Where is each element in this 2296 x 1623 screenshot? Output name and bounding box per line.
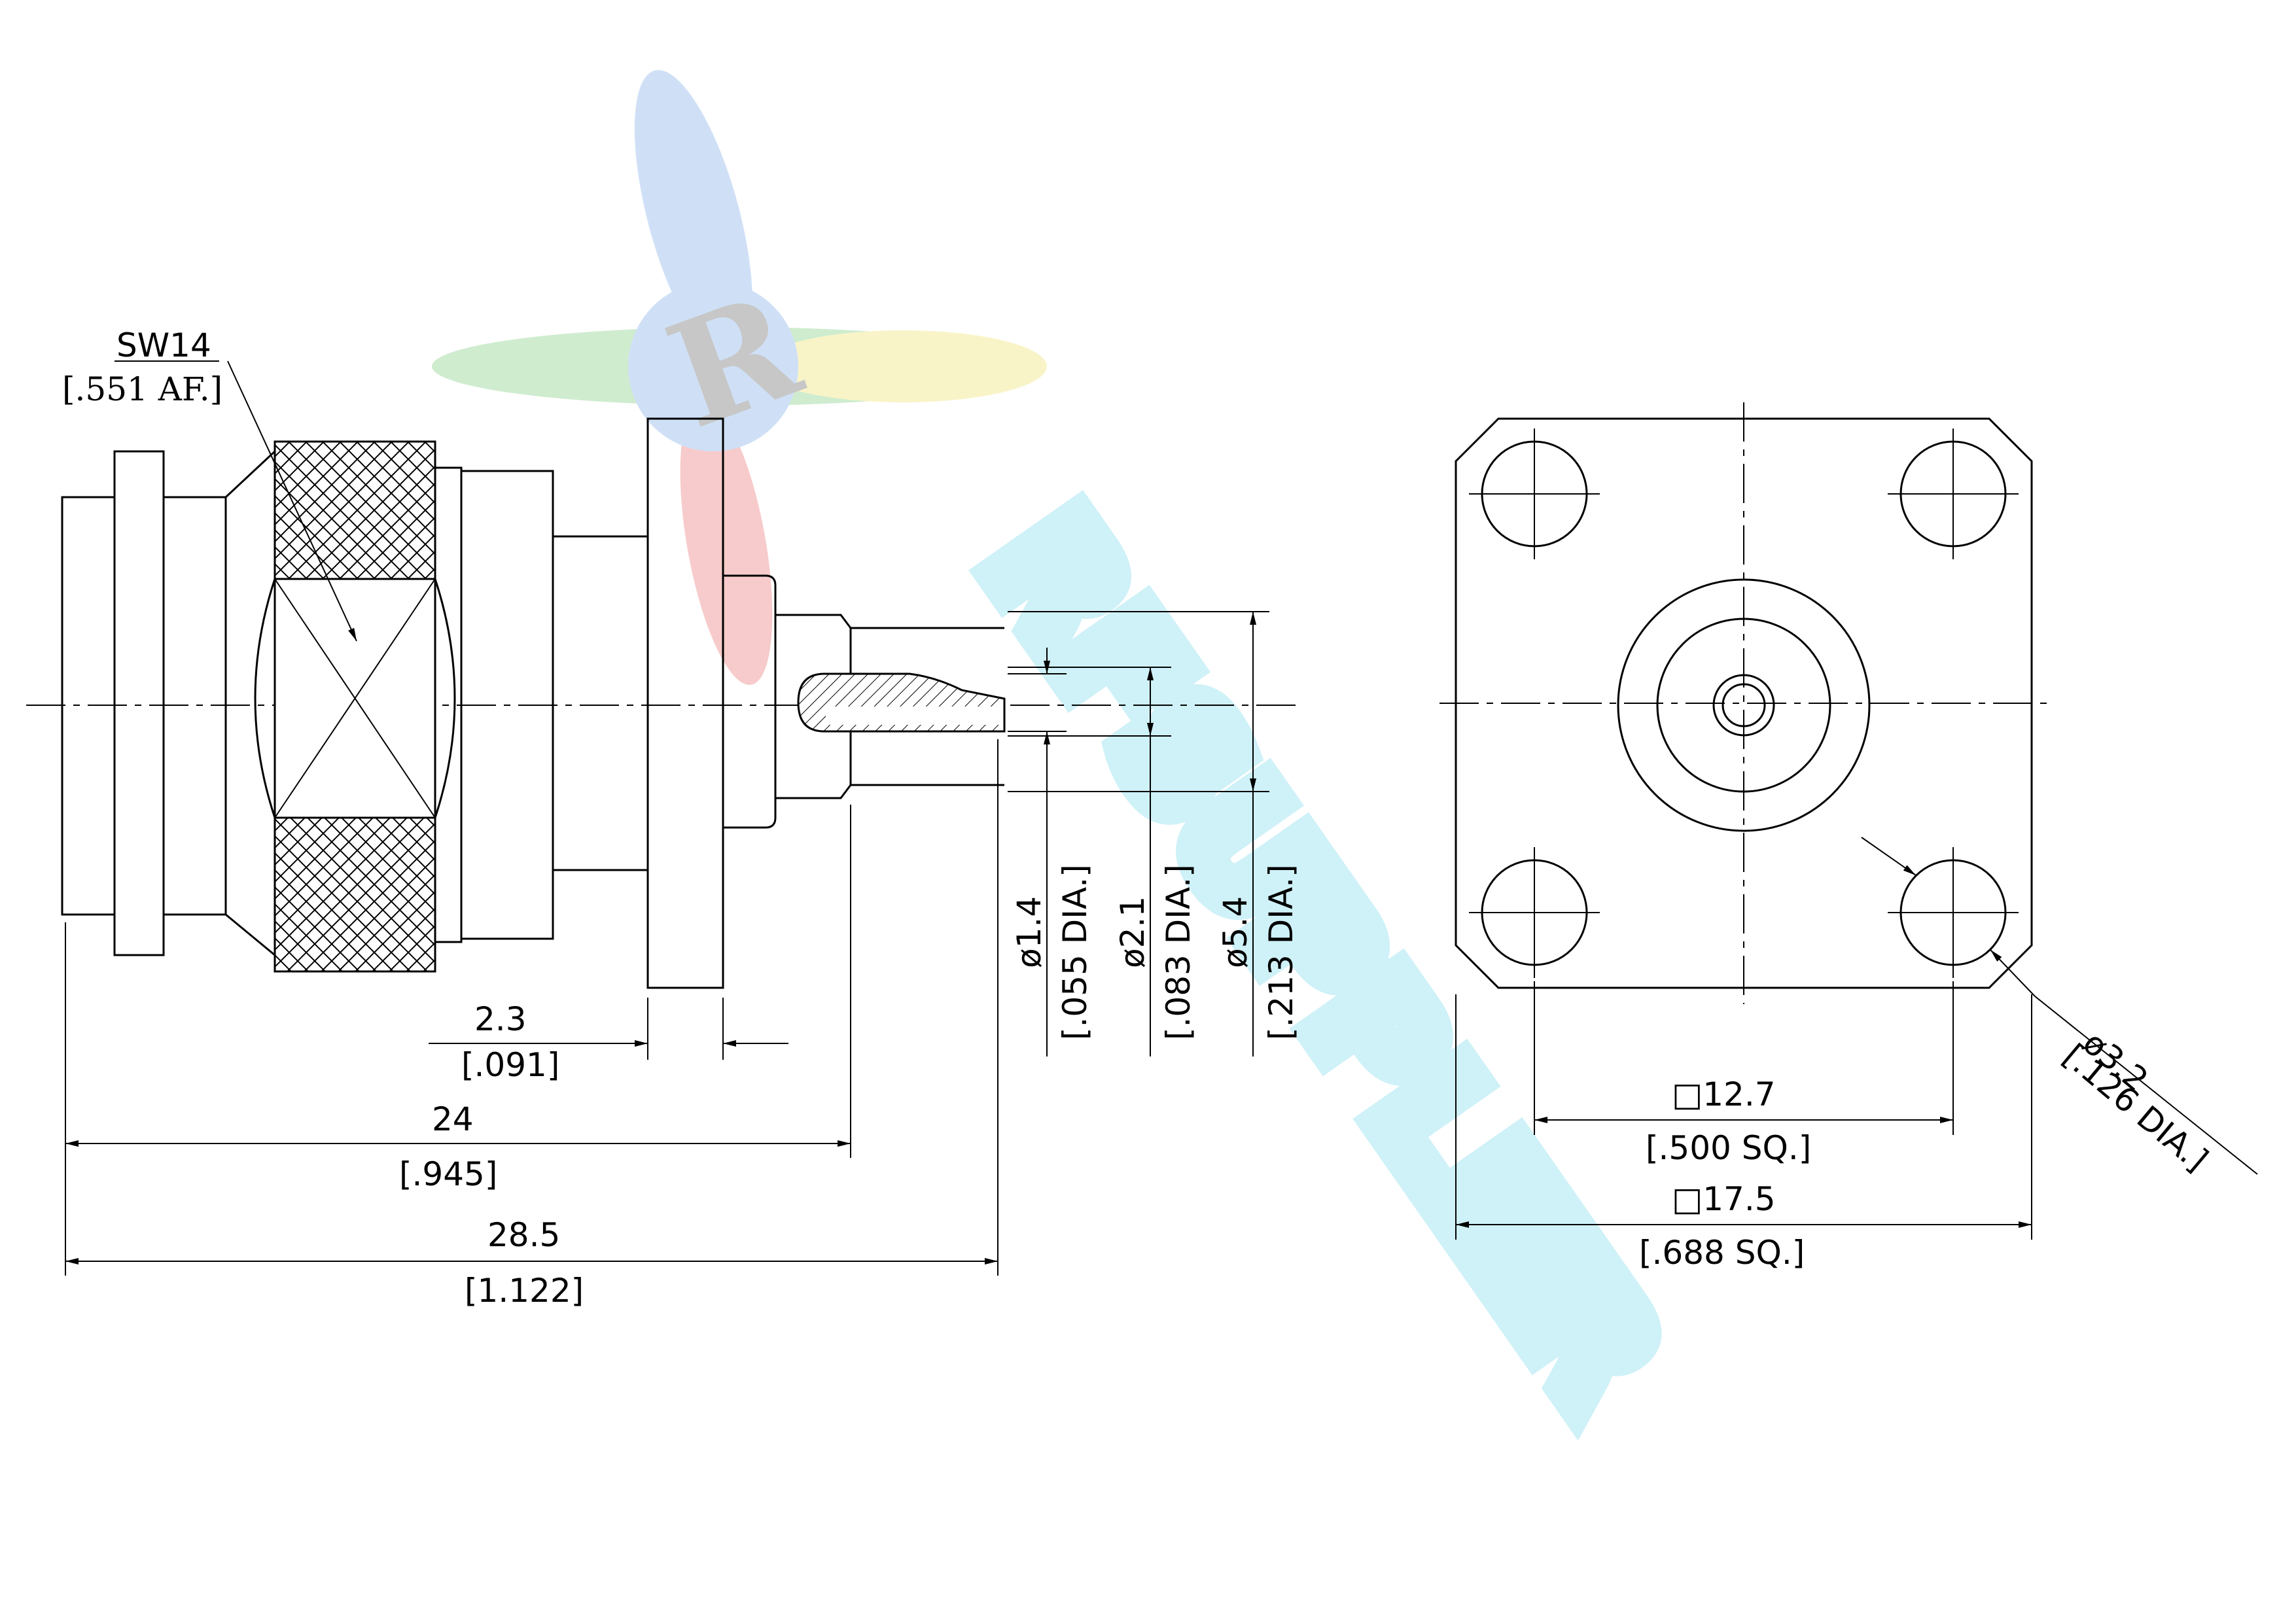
front-collar	[113, 450, 165, 956]
dim-contact-dia-inch: [.083 DIA.]	[1159, 864, 1197, 1040]
dim-flange-size: □17.5	[1672, 1180, 1776, 1218]
dim-hole-spacing-inch: [.500 SQ.]	[1646, 1129, 1811, 1167]
insulator-ring	[1656, 618, 1831, 793]
dim-length-24: 24	[432, 1100, 474, 1138]
mounting-holes	[1469, 428, 2019, 978]
dim-flange-size-inch: [.688 SQ.]	[1639, 1234, 1805, 1272]
dim-insulator-dia: ø5.4	[1216, 896, 1254, 968]
side-view: SW14 [.551 AF.] 2.3 [.091] 24 [.945] 28.…	[26, 326, 1300, 1310]
hex-nut	[254, 440, 456, 973]
contact-ring	[1712, 674, 1775, 737]
dim-length-24-inch: [.945]	[399, 1155, 497, 1193]
dim-overall-length: 28.5	[487, 1216, 560, 1254]
pin-ring	[1722, 683, 1766, 727]
dim-flange-thickness-inch: [.091]	[461, 1046, 559, 1084]
dim-insulator-dia-inch: [.213 DIA.]	[1262, 864, 1300, 1040]
outer-ring	[1617, 578, 1871, 832]
sw-inch-label: [.551 AF.]	[62, 370, 222, 408]
dim-hole-spacing: □12.7	[1672, 1075, 1776, 1113]
dielectric	[723, 574, 777, 829]
dim-flange-thickness: 2.3	[474, 1000, 527, 1038]
side-flange	[646, 417, 724, 989]
dim-contact-dia: ø2.1	[1114, 896, 1152, 968]
watermark-logo: R	[432, 70, 1047, 685]
dim-pin-dia: ø1.4	[1010, 896, 1048, 968]
dim-pin-dia-inch: [.055 DIA.]	[1056, 864, 1094, 1040]
front-view: □12.7 [.500 SQ.] □17.5 [.688 SQ.] ø3.2 […	[1439, 402, 2258, 1272]
dim-overall-length-inch: [1.122]	[465, 1272, 584, 1310]
front-flange	[1455, 417, 2033, 989]
sw-label: SW14	[116, 326, 211, 364]
rear-body	[460, 470, 554, 940]
